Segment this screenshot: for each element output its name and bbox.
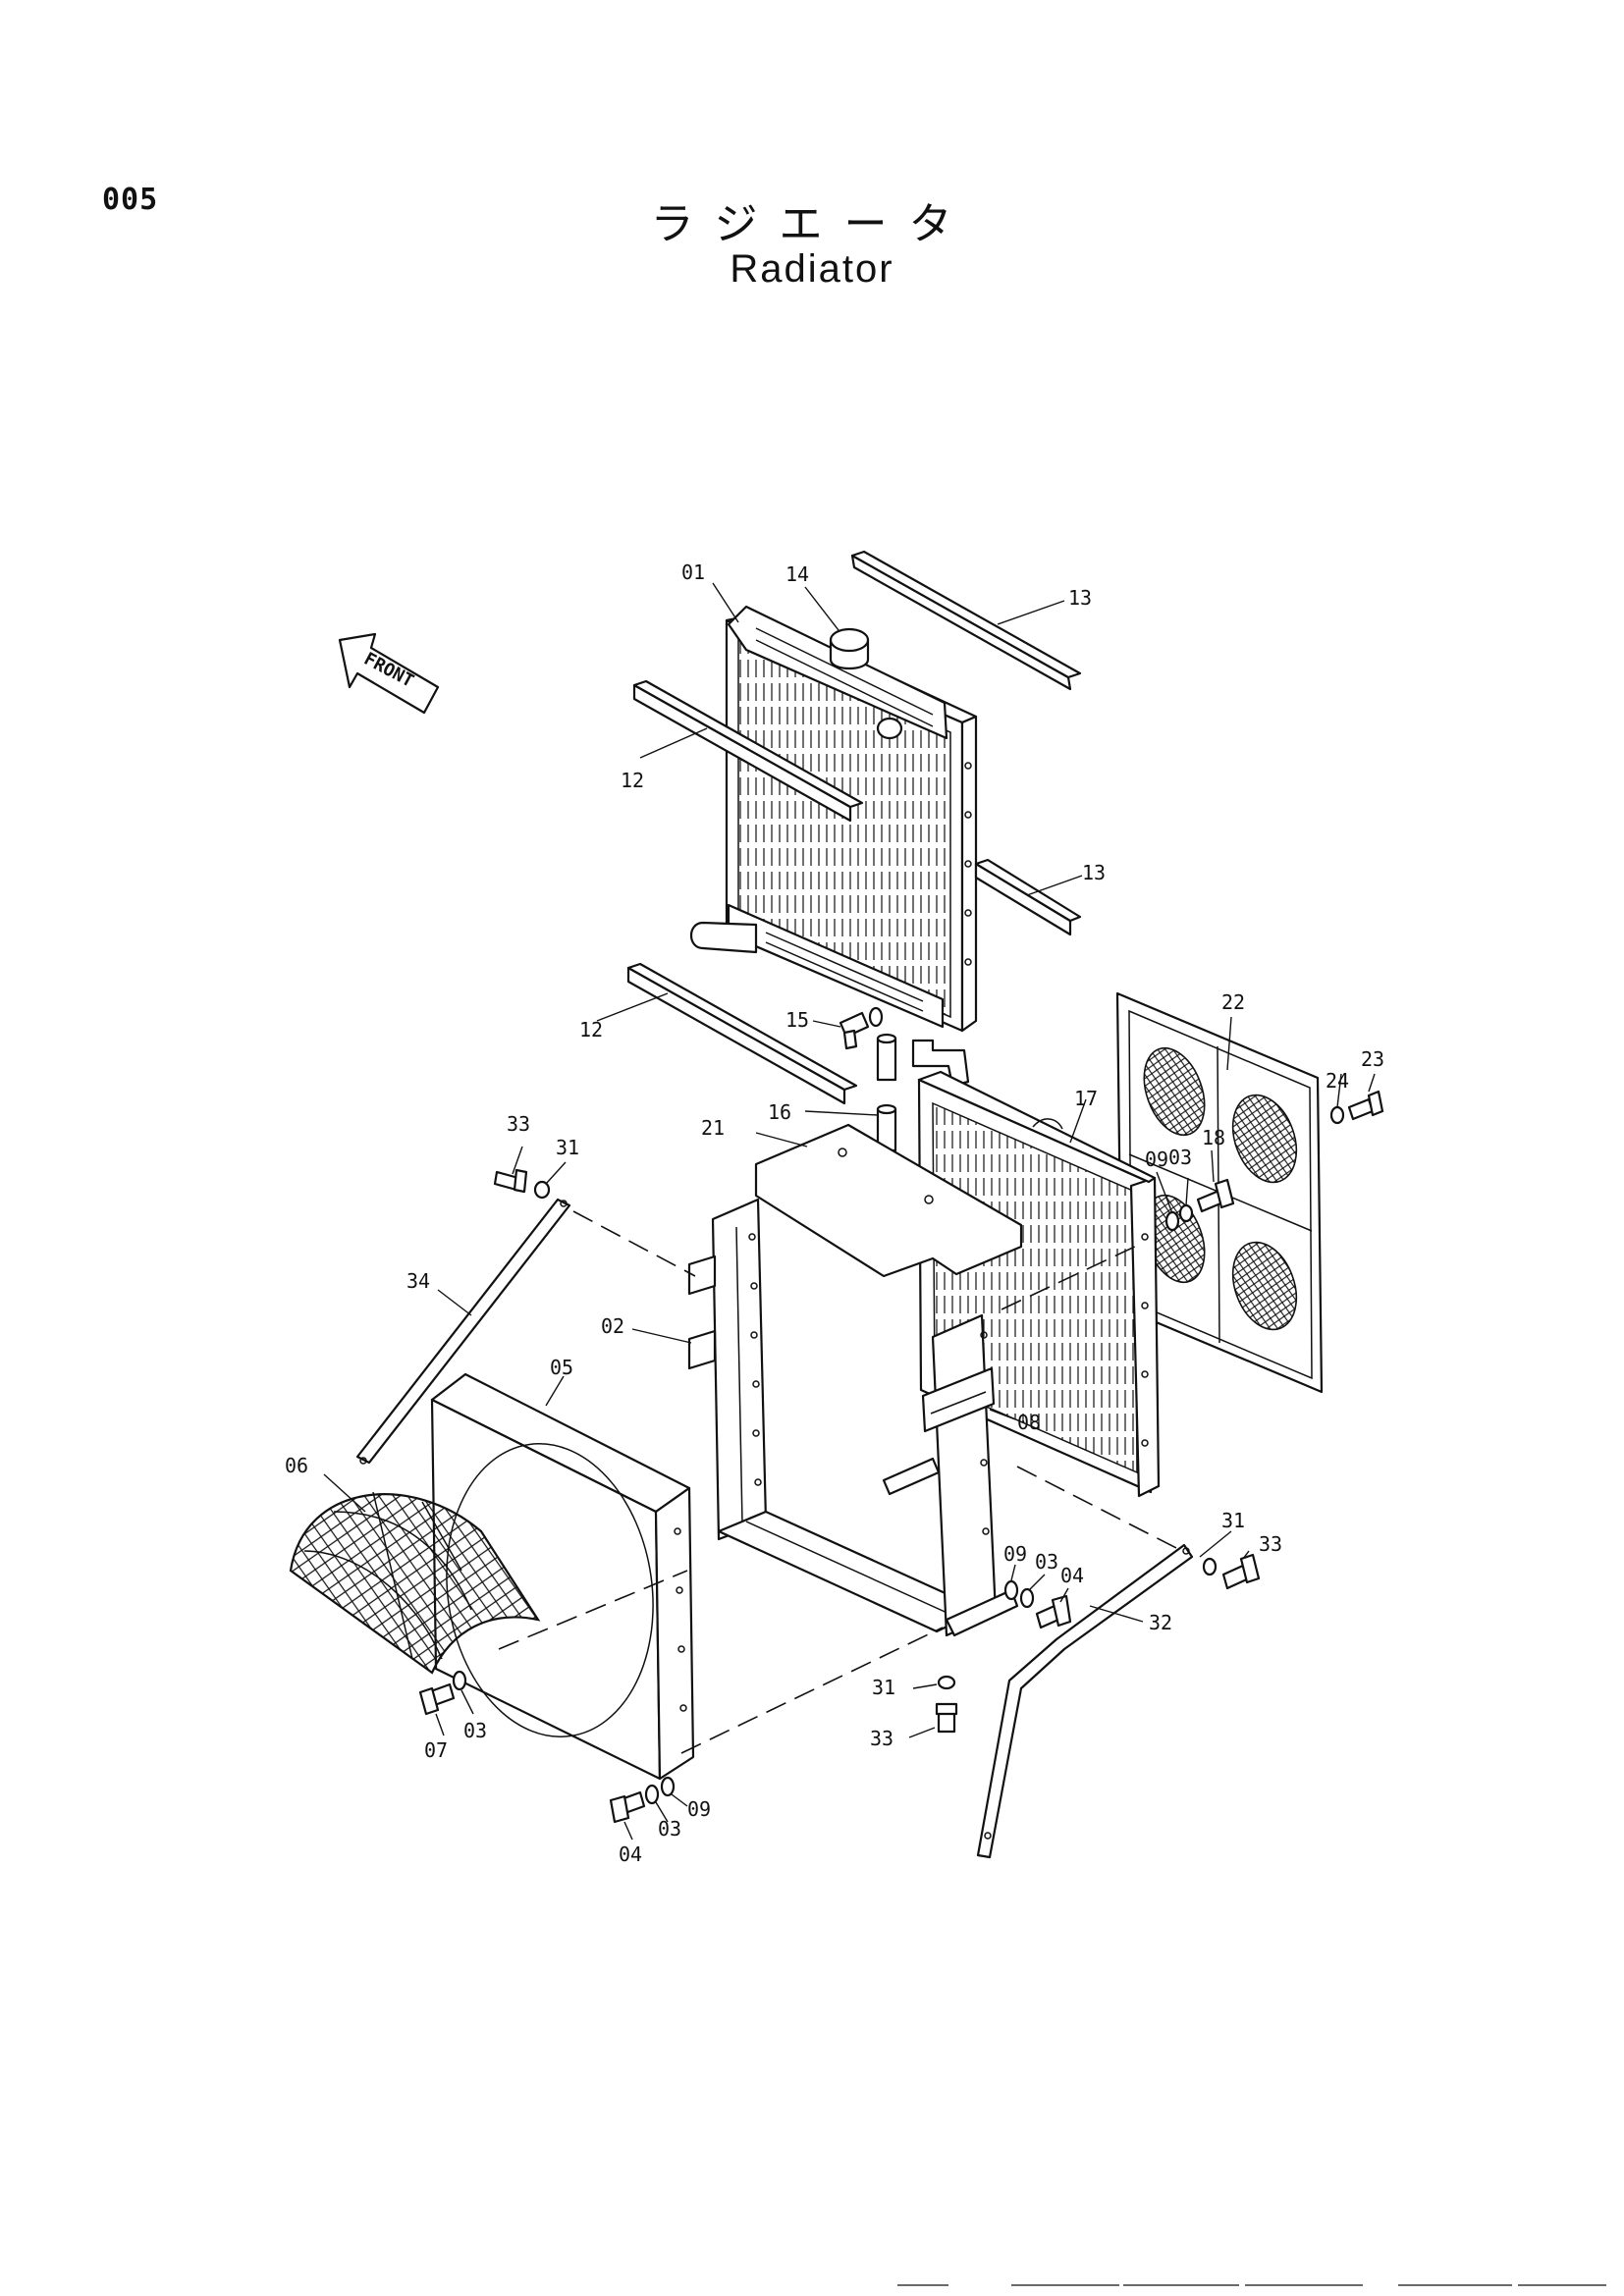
callout-13-upper: 13 bbox=[1068, 586, 1092, 610]
callout-labels: 01 14 13 12 13 12 15 22 23 24 16 17 21 3… bbox=[285, 561, 1384, 1866]
callout-17: 17 bbox=[1074, 1087, 1098, 1110]
leader-lines bbox=[323, 582, 1376, 1841]
radiator-core-01 bbox=[689, 605, 978, 1033]
callout-08: 08 bbox=[1017, 1411, 1041, 1434]
washer-31-mid bbox=[937, 1675, 956, 1690]
callout-18: 18 bbox=[1202, 1126, 1225, 1149]
callout-05: 05 bbox=[550, 1356, 573, 1379]
callout-33-right: 33 bbox=[1259, 1532, 1282, 1556]
bracket-08 bbox=[921, 1366, 996, 1433]
washer-03-right bbox=[1178, 1203, 1194, 1223]
bolt-33-top bbox=[493, 1168, 528, 1194]
callout-24: 24 bbox=[1326, 1069, 1349, 1093]
hose-16 bbox=[876, 1033, 970, 1152]
washer-09-bottom bbox=[660, 1776, 676, 1797]
callout-34: 34 bbox=[406, 1269, 430, 1293]
callout-31-top: 31 bbox=[556, 1136, 579, 1159]
washer-24 bbox=[1329, 1105, 1345, 1125]
radiator-cap-14 bbox=[829, 627, 870, 670]
callout-04-bottom: 04 bbox=[619, 1842, 642, 1866]
washer-09-center bbox=[1003, 1579, 1019, 1601]
callout-01: 01 bbox=[681, 561, 705, 584]
seal-bar-12-lower bbox=[626, 962, 858, 1105]
page-title-japanese: ラジエータ bbox=[650, 199, 974, 249]
washer-03-left bbox=[452, 1670, 467, 1691]
washer-31-right bbox=[1202, 1557, 1218, 1576]
callout-23: 23 bbox=[1361, 1047, 1384, 1071]
callout-12-lower: 12 bbox=[579, 1018, 603, 1041]
callout-15: 15 bbox=[785, 1008, 809, 1032]
callout-21: 21 bbox=[701, 1116, 725, 1140]
fan-shroud-05 bbox=[430, 1372, 695, 1781]
bolt-23 bbox=[1347, 1090, 1384, 1121]
bolt-04-bottom bbox=[609, 1790, 646, 1824]
callout-09-right: 09 bbox=[1145, 1148, 1168, 1171]
washer-03-center bbox=[1019, 1587, 1035, 1609]
callout-03-bottom: 03 bbox=[658, 1817, 681, 1841]
callout-07: 07 bbox=[424, 1738, 448, 1762]
callout-09-bottom: 09 bbox=[687, 1797, 711, 1821]
bolt-33-mid bbox=[935, 1702, 958, 1734]
callout-12-upper: 12 bbox=[621, 769, 644, 792]
seal-bar-12-upper bbox=[632, 679, 864, 823]
seal-bar-13-lower bbox=[974, 858, 1082, 936]
assembly-lines bbox=[498, 1210, 1179, 1754]
washer-03-bottom bbox=[644, 1784, 660, 1805]
washer-31-top bbox=[533, 1180, 551, 1200]
page-number: 005 bbox=[102, 183, 159, 217]
callout-31-right: 31 bbox=[1221, 1509, 1245, 1532]
stay-32 bbox=[976, 1543, 1194, 1859]
washer-09-right bbox=[1164, 1210, 1180, 1232]
stay-34 bbox=[355, 1198, 571, 1465]
callout-13-lower: 13 bbox=[1082, 861, 1106, 884]
callout-33-top: 33 bbox=[507, 1112, 530, 1136]
oil-cooler-17 bbox=[917, 1070, 1161, 1498]
callout-03-left: 03 bbox=[463, 1719, 487, 1742]
bolt-18 bbox=[1196, 1178, 1235, 1213]
callout-22: 22 bbox=[1221, 990, 1245, 1014]
front-arrow-icon: FRONT bbox=[338, 632, 440, 715]
page-title: Radiator bbox=[730, 247, 894, 291]
drain-cock-15 bbox=[839, 1006, 884, 1050]
callout-16: 16 bbox=[768, 1100, 791, 1124]
bolt-33-right bbox=[1221, 1553, 1261, 1590]
bolt-07 bbox=[418, 1682, 456, 1716]
callout-03-right: 03 bbox=[1168, 1146, 1192, 1169]
callout-06: 06 bbox=[285, 1454, 308, 1477]
callout-02: 02 bbox=[601, 1314, 624, 1338]
fan-guard-06 bbox=[289, 1491, 541, 1675]
callout-09-center: 09 bbox=[1003, 1542, 1027, 1566]
callout-04-center: 04 bbox=[1060, 1564, 1084, 1587]
bolt-04-center bbox=[1035, 1594, 1072, 1629]
callout-03-center: 03 bbox=[1035, 1550, 1058, 1574]
callout-32: 32 bbox=[1149, 1611, 1172, 1634]
callout-31-mid: 31 bbox=[872, 1676, 895, 1699]
callout-33-mid: 33 bbox=[870, 1727, 893, 1750]
seal-bar-13-upper bbox=[850, 550, 1082, 691]
callout-14: 14 bbox=[785, 562, 809, 586]
